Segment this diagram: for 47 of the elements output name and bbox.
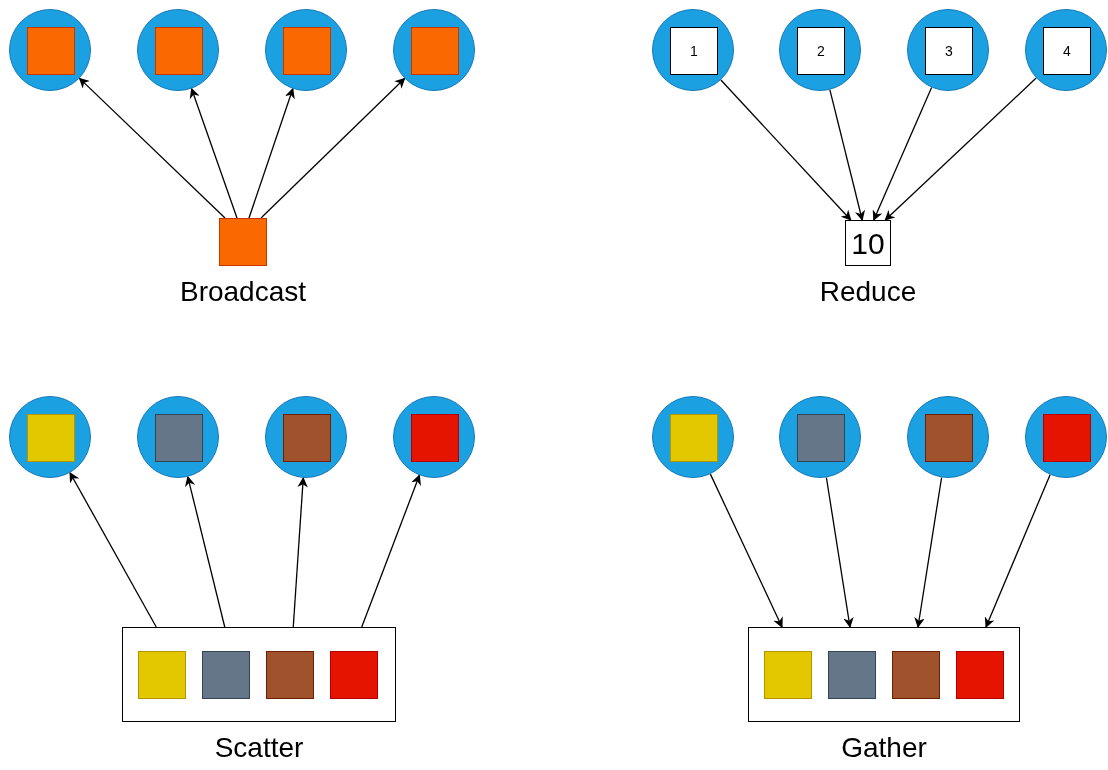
data-square: [411, 414, 459, 462]
arrow: [829, 89, 866, 221]
data-square: [138, 651, 186, 699]
data-square: [155, 414, 203, 462]
array-box: [748, 627, 1020, 722]
data-square: [956, 651, 1004, 699]
data-square: [892, 651, 940, 699]
caption-text: Reduce: [819, 276, 917, 308]
caption-text: Gather: [841, 732, 927, 764]
arrow: [292, 476, 308, 628]
data-square: [411, 27, 459, 75]
data-square: [330, 651, 378, 699]
data-square: [27, 27, 75, 75]
data-square: [283, 27, 331, 75]
value-box: 10: [845, 220, 891, 266]
arrow: [361, 474, 421, 628]
array-box: [122, 627, 396, 722]
value-box: 2: [797, 27, 845, 75]
value-box: 1: [670, 27, 718, 75]
data-square: [219, 218, 267, 266]
data-square: [27, 414, 75, 462]
arrow: [78, 77, 226, 219]
data-square: [670, 414, 718, 462]
value-box: 4: [1043, 27, 1091, 75]
data-square: [1043, 414, 1091, 462]
caption-text: Broadcast: [179, 276, 307, 308]
caption-text: Scatter: [214, 732, 304, 764]
data-square: [266, 651, 314, 699]
data-square: [155, 27, 203, 75]
data-square: [797, 414, 845, 462]
value-box: 3: [925, 27, 973, 75]
arrow: [872, 86, 933, 221]
data-square: [828, 651, 876, 699]
data-square: [925, 414, 973, 462]
arrow: [260, 77, 406, 219]
arrow: [984, 474, 1051, 628]
arrow: [248, 87, 295, 219]
data-square: [202, 651, 250, 699]
data-square: [764, 651, 812, 699]
data-square: [283, 414, 331, 462]
arrow: [825, 476, 854, 629]
arrow: [884, 77, 1037, 221]
arrow: [69, 471, 157, 628]
arrow: [709, 473, 783, 628]
arrow: [189, 87, 238, 219]
arrow: [914, 476, 943, 629]
arrow: [720, 79, 852, 221]
